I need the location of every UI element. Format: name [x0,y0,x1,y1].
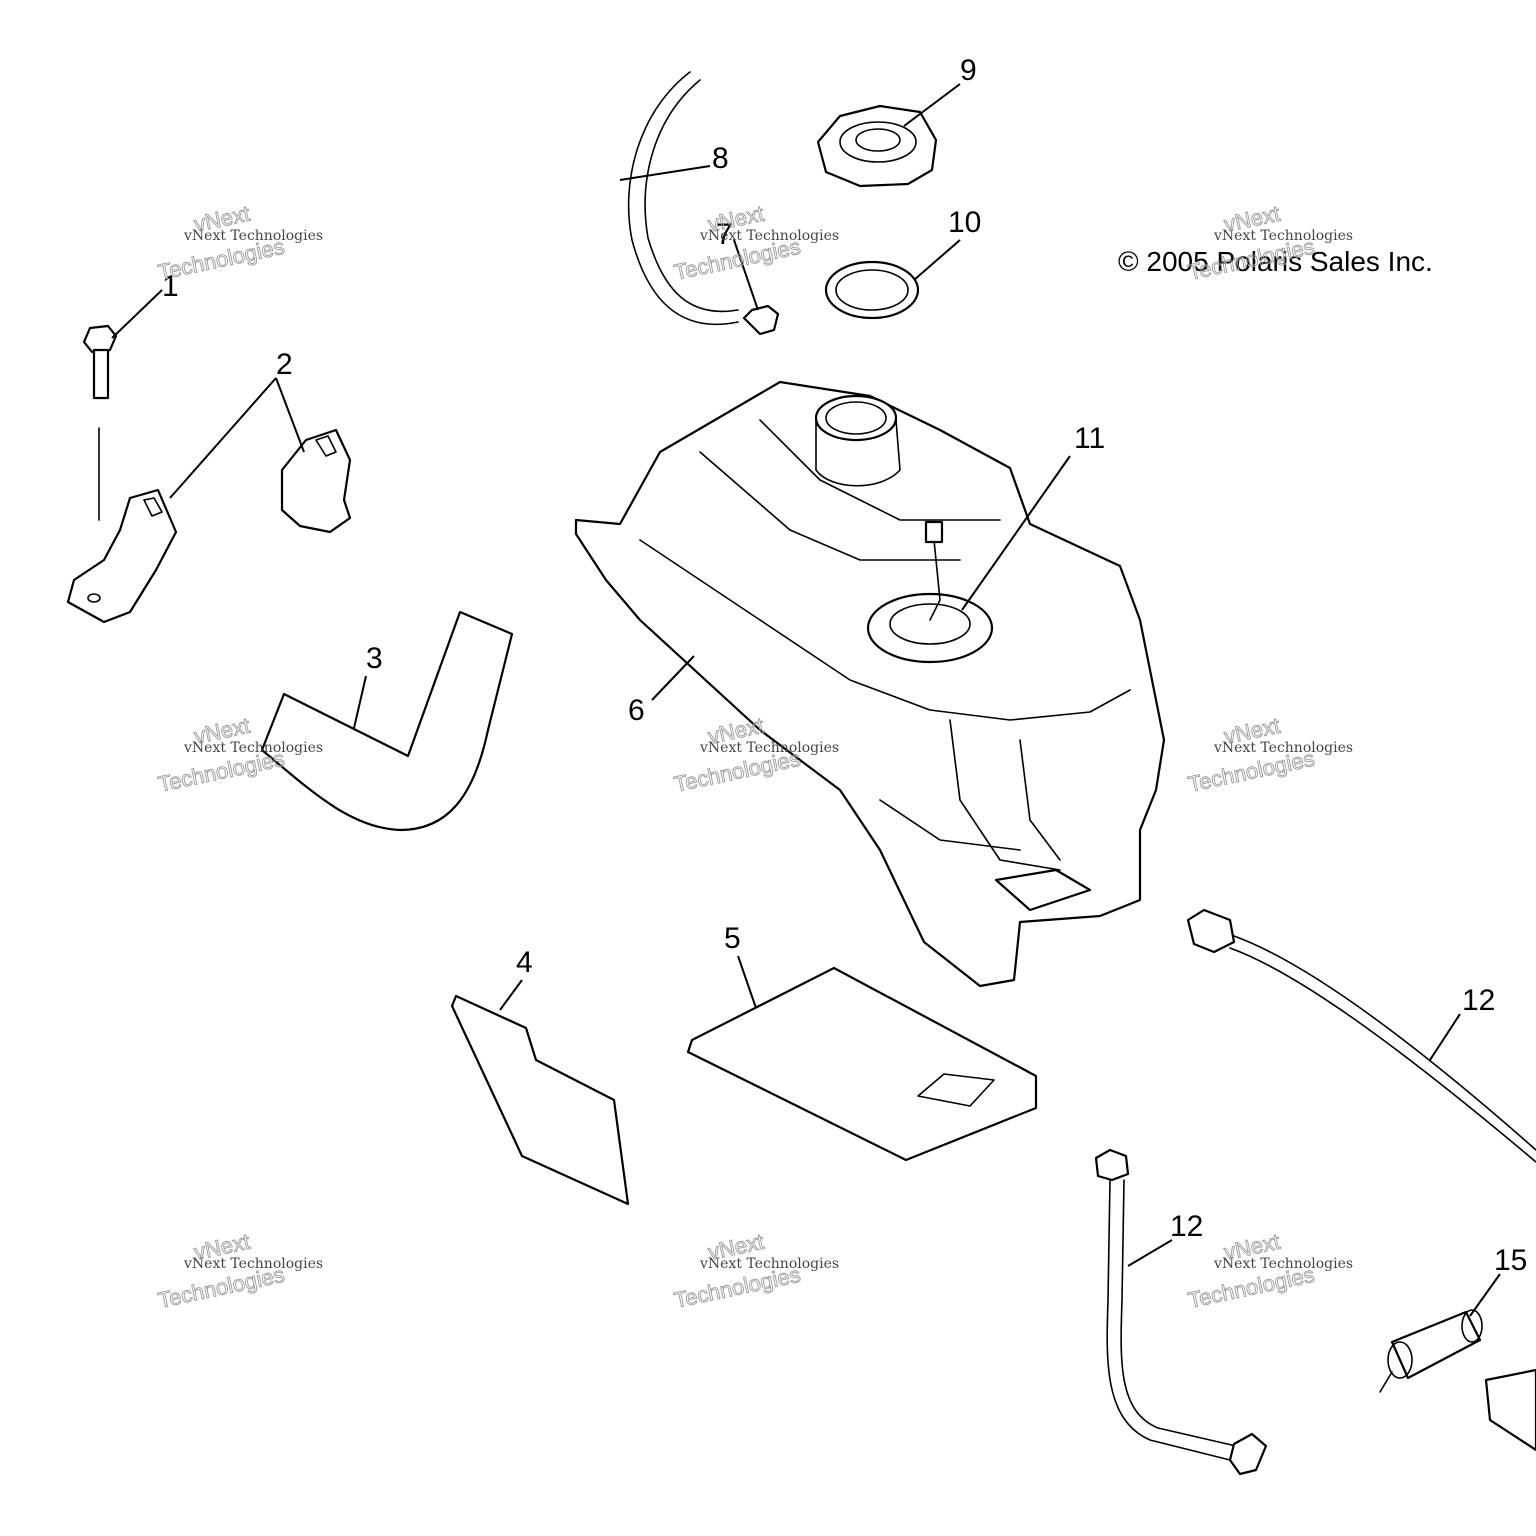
watermark: vNext Technologies vNext Technologies [1185,712,1353,797]
callout-4: 4 [516,946,533,979]
callout-15: 15 [1494,1244,1527,1277]
part-2-brackets [66,428,352,624]
callout-9: 9 [960,54,977,87]
watermark: vNext Technologies vNext Technologies [671,1228,839,1313]
part-8-hose [627,71,739,326]
watermark: vNext Technologies vNext Technologies [155,1228,323,1313]
part-15-fuel-filter [1379,1309,1536,1452]
svg-text:vNext Technologies: vNext Technologies [1213,1256,1353,1272]
part-5-pad [686,966,1038,1162]
callout-12-lower: 12 [1170,1210,1203,1243]
part-9-fuel-cap [816,104,938,188]
callout-7: 7 [716,218,733,251]
part-4-pad [450,994,630,1206]
callout-12-upper: 12 [1462,984,1495,1017]
part-12-fuel-line-upper [1186,908,1536,1163]
part-6-fuel-tank [574,380,1166,988]
part-10-gasket [824,260,920,320]
svg-text:vNext Technologies: vNext Technologies [183,228,323,244]
leader-lines [111,83,1501,1317]
watermark: vNext Technologies vNext Technologies [155,200,323,285]
svg-text:vNext Technologies: vNext Technologies [1213,228,1353,244]
watermark: vNext Technologies vNext Technologies [1185,1228,1353,1313]
svg-text:vNext Technologies: vNext Technologies [183,740,323,756]
callout-1: 1 [162,270,179,303]
copyright-notice: © 2005 Polaris Sales Inc. [1118,246,1433,277]
part-1-bolt [82,324,118,521]
callout-8: 8 [712,142,729,175]
svg-text:vNext Technologies: vNext Technologies [1213,740,1353,756]
part-3-strap [260,610,514,832]
callouts: 1 2 3 4 5 6 7 8 9 10 11 12 12 15 [162,54,1527,1277]
callout-11: 11 [1074,422,1105,455]
part-7-fitting [742,304,780,336]
callout-2: 2 [276,348,293,381]
callout-3: 3 [366,642,383,675]
part-12-fuel-line-lower [1094,1148,1268,1476]
callout-10: 10 [948,206,981,239]
callout-6: 6 [628,694,645,727]
svg-text:vNext Technologies: vNext Technologies [699,740,839,756]
callout-5: 5 [724,922,741,955]
watermark: vNext Technologies vNext Technologies [671,200,839,285]
svg-text:vNext Technologies: vNext Technologies [699,1256,839,1272]
svg-text:vNext Technologies: vNext Technologies [699,228,839,244]
svg-text:vNext Technologies: vNext Technologies [183,1256,323,1272]
